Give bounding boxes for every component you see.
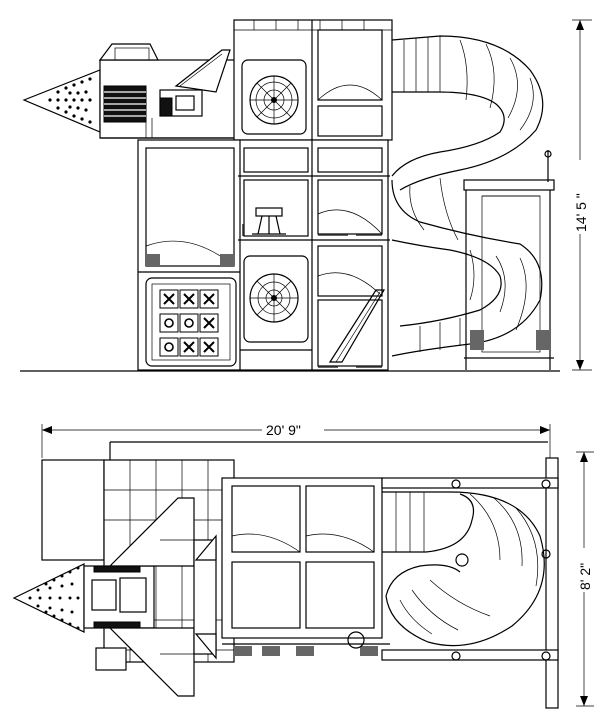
x-mark	[203, 341, 215, 353]
o-mark	[164, 342, 174, 352]
depth-dimension-label: 8' 2"	[577, 563, 593, 590]
width-dimension: 20' 9"	[41, 420, 551, 470]
tic-tac-toe-cell	[179, 313, 199, 333]
o-mark	[164, 318, 174, 328]
x-mark	[163, 293, 175, 305]
steering-wheel-upper	[249, 75, 299, 125]
tic-tac-toe-grid	[159, 289, 219, 357]
tube-slide-elevation	[391, 35, 555, 370]
tic-tac-toe-cell	[159, 337, 179, 357]
ramp-slide	[328, 289, 386, 363]
upper-tower	[233, 19, 393, 141]
rocket-cockpit	[98, 43, 241, 139]
height-dimension: 14' 5 "	[570, 19, 592, 371]
telescope-stand	[252, 207, 286, 235]
plan-view: 20' 9" 8' 2"	[12, 420, 596, 709]
o-mark	[184, 318, 194, 328]
rocket-plan	[12, 497, 217, 697]
tic-tac-toe-cell	[159, 313, 179, 333]
x-mark	[183, 341, 195, 353]
depth-dimension: 8' 2"	[574, 451, 596, 707]
elevation-view: 14' 5 "	[20, 19, 592, 372]
height-dimension-label: 14' 5 "	[573, 193, 589, 232]
rocket-nose-cone	[22, 69, 101, 133]
tube-slide-plan	[381, 477, 559, 661]
steering-wheel-lower	[249, 273, 299, 323]
x-mark	[203, 293, 215, 305]
x-mark	[203, 317, 215, 329]
width-dimension-label: 20' 9"	[266, 422, 301, 438]
x-mark	[183, 293, 195, 305]
plan-platform	[221, 477, 390, 656]
